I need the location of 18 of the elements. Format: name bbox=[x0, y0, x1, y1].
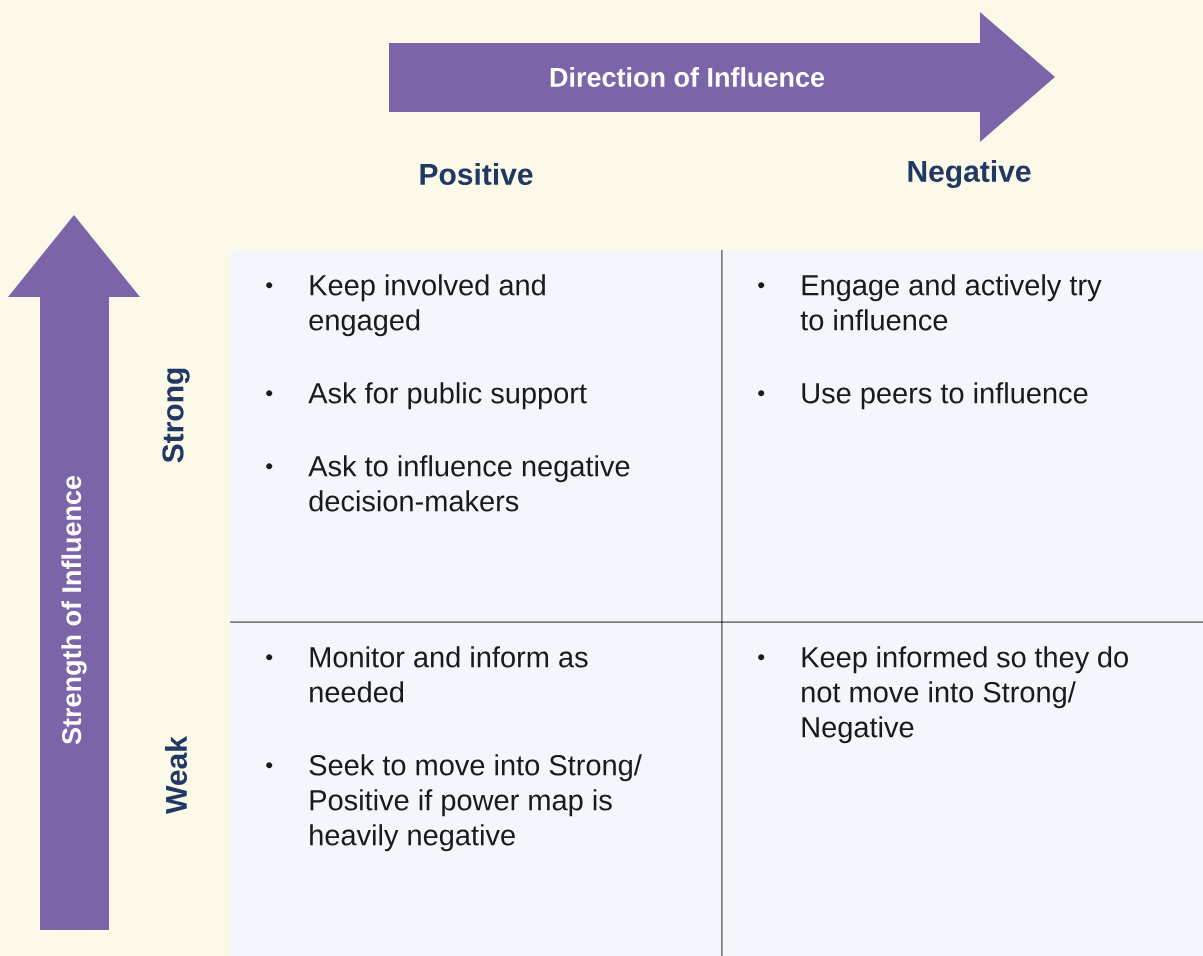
node-label: Ask to influence negative decision-makers bbox=[308, 455, 630, 512]
node-label: Monitor and inform as needed bbox=[310, 646, 588, 703]
quadrant-cell: Monitor and inform as needed Seek to move into Strong/ Positive if power map is heavily negative bbox=[230, 622, 723, 956]
quadrant-cell: Keep informed so they do not move into Strong/ Negative bbox=[722, 622, 1203, 956]
column-header: Negative bbox=[908, 159, 1031, 189]
node-label: Use peers to influence bbox=[802, 382, 1088, 410]
node-label: Keep involved and engaged bbox=[309, 274, 545, 337]
arrow-banner: Strength of Influence bbox=[8, 215, 140, 930]
node-label: Ask for public support bbox=[308, 382, 587, 410]
row-header: Strong bbox=[162, 368, 190, 463]
node-label: Keep informed so they do not move into Strong/ Negative bbox=[802, 646, 1128, 744]
node-label: Seek to move into Strong/ Positive if power map is heavily negative bbox=[309, 754, 642, 852]
node-label: Engage and actively try to influence bbox=[800, 274, 1102, 331]
arrow-banner: Direction of Influence bbox=[389, 12, 1055, 142]
quadrant-cell: Keep involved and engaged Ask for public support Ask to influence negative decision-makers bbox=[230, 250, 723, 623]
column-header: Positive bbox=[420, 163, 533, 185]
row-header: Weak bbox=[165, 736, 188, 814]
quadrant-cell: Engage and actively try to influence Use peers to influence bbox=[722, 250, 1203, 623]
